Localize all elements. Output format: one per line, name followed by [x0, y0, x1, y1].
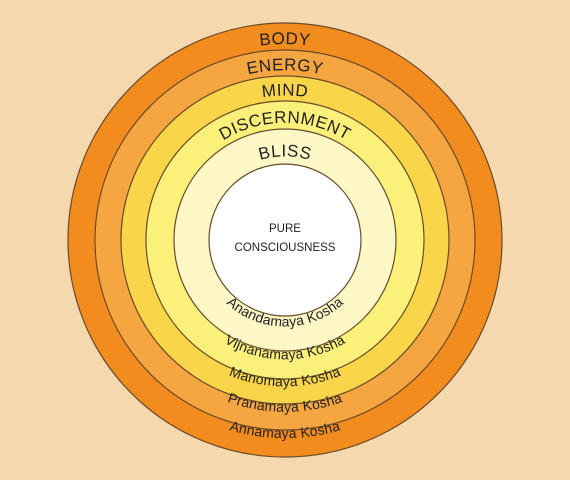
- layer-label-energy: ENERGY: [245, 55, 325, 78]
- center-circle: [208, 163, 362, 317]
- center-label-line2: CONSCIOUSNESS: [235, 242, 336, 254]
- layer-label-body: BODY: [259, 29, 312, 50]
- layer-label-mind: MIND: [261, 80, 310, 101]
- kosha-label-annamaya-kosha: Annamaya Kosha: [228, 418, 341, 442]
- center-label-line1: PURE: [269, 223, 301, 235]
- layer-label-bliss: BLISS: [257, 141, 314, 164]
